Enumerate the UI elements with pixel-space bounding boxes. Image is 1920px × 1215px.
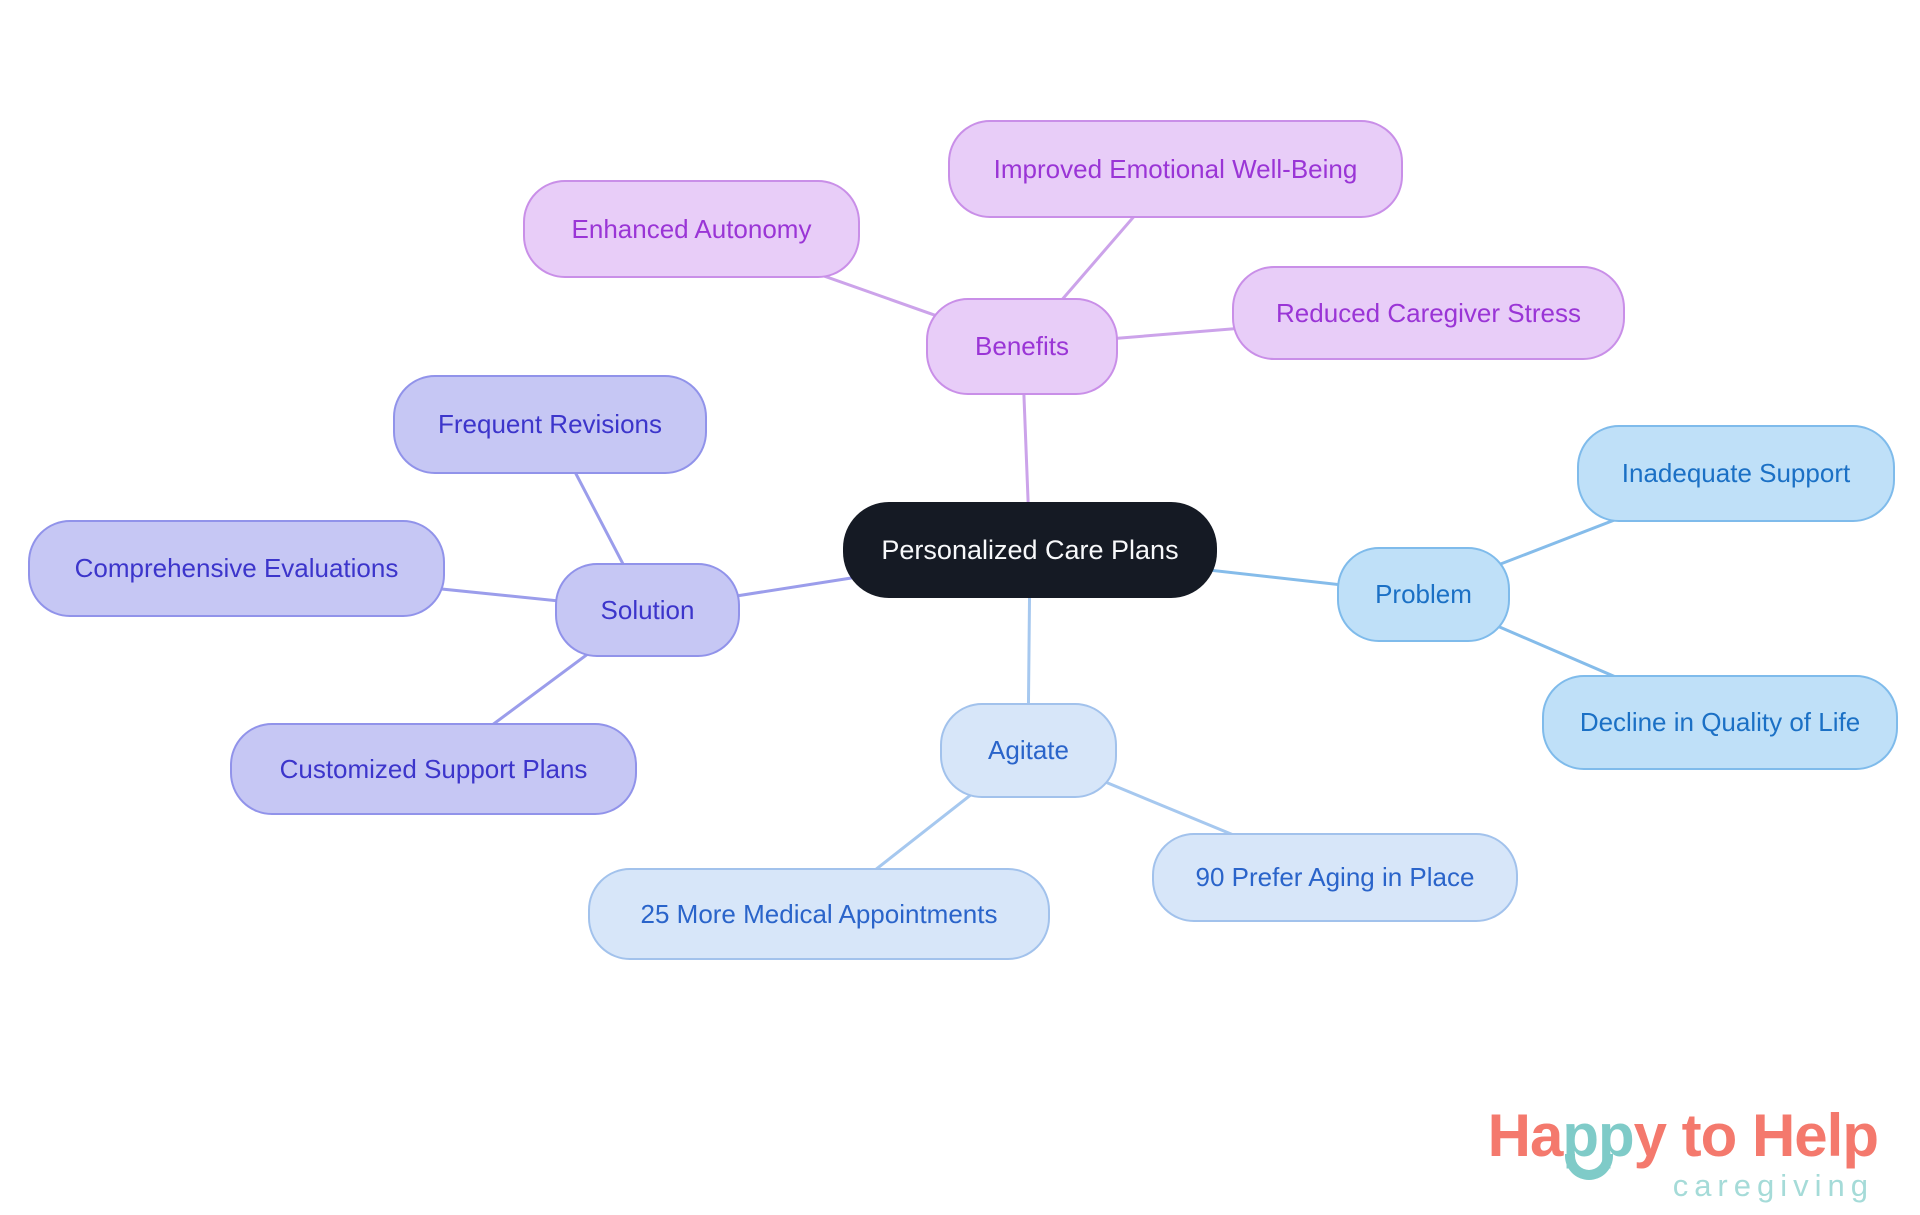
smile-icon bbox=[1565, 1154, 1614, 1180]
node-agitate[interactable]: Agitate bbox=[940, 703, 1117, 798]
logo-text-pp: pp bbox=[1562, 1106, 1635, 1180]
node-comprehensive-evaluations[interactable]: Comprehensive Evaluations bbox=[28, 520, 445, 617]
node-prefer-aging-in-place[interactable]: 90 Prefer Aging in Place bbox=[1152, 833, 1518, 922]
logo-text-ha: Ha bbox=[1487, 1102, 1564, 1169]
node-improved-emotional-well-being[interactable]: Improved Emotional Well-Being bbox=[948, 120, 1403, 218]
logo-text-to-help: to Help bbox=[1666, 1102, 1879, 1169]
node-problem[interactable]: Problem bbox=[1337, 547, 1510, 642]
node-customized-support-plans[interactable]: Customized Support Plans bbox=[230, 723, 637, 815]
node-personalized-care-plans[interactable]: Personalized Care Plans bbox=[843, 502, 1217, 598]
node-benefits[interactable]: Benefits bbox=[926, 298, 1118, 395]
node-enhanced-autonomy[interactable]: Enhanced Autonomy bbox=[523, 180, 860, 278]
node-inadequate-support[interactable]: Inadequate Support bbox=[1577, 425, 1895, 522]
node-more-medical-appointments[interactable]: 25 More Medical Appointments bbox=[588, 868, 1050, 960]
node-frequent-revisions[interactable]: Frequent Revisions bbox=[393, 375, 707, 474]
logo-tagline: caregiving bbox=[1672, 1168, 1874, 1203]
node-decline-in-quality-of-life[interactable]: Decline in Quality of Life bbox=[1542, 675, 1898, 770]
node-reduced-caregiver-stress[interactable]: Reduced Caregiver Stress bbox=[1232, 266, 1625, 360]
node-solution[interactable]: Solution bbox=[555, 563, 740, 657]
logo-text-y: y bbox=[1633, 1102, 1667, 1169]
